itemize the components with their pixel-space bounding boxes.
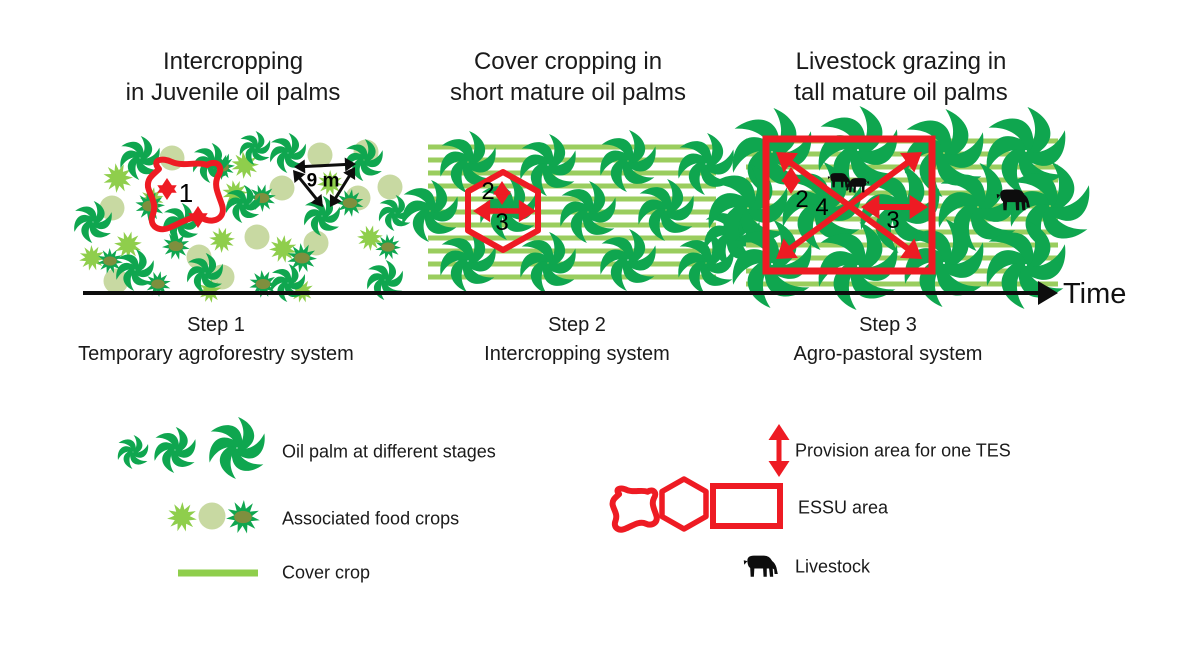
step3-label: Step 3 Agro-pastoral system <box>793 314 983 365</box>
legend-cow-icon <box>743 555 778 577</box>
legend-provision-arrow-icon <box>768 424 790 477</box>
panel1-essu-outline <box>144 156 226 233</box>
step1-label: Step 1 Temporary agroforestry system <box>78 314 354 365</box>
time-axis <box>83 281 1058 305</box>
panel2-title: Cover cropping in short mature oil palms <box>449 48 687 106</box>
legend-essu-area-label: ESSU area <box>798 497 889 518</box>
panel1-essu-number: 1 <box>178 178 194 208</box>
legend-oil-palm-label: Oil palm at different stages <box>282 441 496 462</box>
panel-juvenile-field <box>74 131 412 303</box>
legend-food-crop-icons <box>167 500 260 534</box>
panel1-title: Intercropping in Juvenile oil palms <box>125 48 341 106</box>
step2-label: Step 2 Intercropping system <box>484 314 670 365</box>
panel3-grazing-number: 4 <box>815 194 829 221</box>
legend-essu-shape-icons <box>613 476 783 532</box>
legend-food-crops-label: Associated food crops <box>282 508 460 529</box>
panel1-spacing-triangle <box>293 157 356 207</box>
panel2-tes-number: 2 <box>481 178 495 205</box>
panel3-livestock <box>827 173 1030 211</box>
legend-livestock-label: Livestock <box>795 556 871 577</box>
legend-provision-area-label: Provision area for one TES <box>795 440 1011 461</box>
time-axis-label: Time <box>1063 278 1127 310</box>
panel3-essu-number: 3 <box>886 207 900 234</box>
legend-cover-crop-label: Cover crop <box>282 562 371 583</box>
panel1-spacing-label: 9 m <box>306 170 340 192</box>
panel3-tes-number: 2 <box>795 186 809 213</box>
panel3-essu-rectangle <box>762 135 936 275</box>
legend-oil-palm-icons <box>117 417 265 479</box>
panel2-essu-hexagon <box>465 169 541 253</box>
panel2-essu-number: 3 <box>495 209 509 236</box>
panel3-title: Livestock grazing in tall mature oil pal… <box>794 48 1008 106</box>
